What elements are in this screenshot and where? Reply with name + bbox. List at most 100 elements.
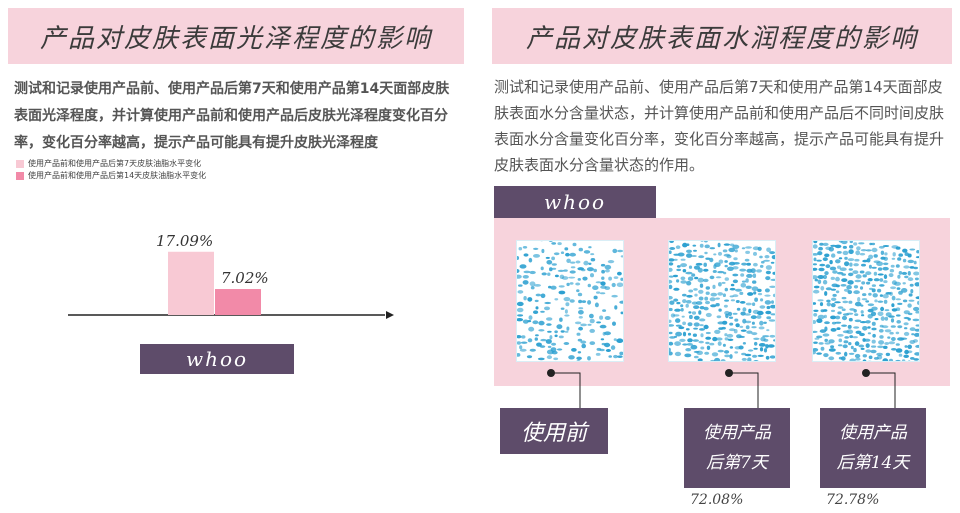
skin-cell [729,287,736,291]
skin-cell [673,298,679,302]
skin-cell [908,293,913,297]
skin-cell [865,249,872,252]
skin-cell [852,270,859,274]
skin-cell [668,307,673,312]
skin-cell [735,288,742,292]
skin-cell [745,320,752,324]
skin-cell [566,282,570,287]
skin-cell [828,339,835,344]
skin-cell [744,353,752,357]
skin-cell [902,258,907,263]
skin-cell [668,341,674,346]
skin-cell [734,249,738,253]
skin-cell [578,310,584,315]
skin-cell [750,268,756,274]
skin-cell [569,282,574,285]
skin-cell [871,345,877,348]
skin-cell [544,301,552,305]
skin-cell [769,285,776,288]
skin-cell [569,270,576,274]
skin-cell [727,338,734,341]
skin-cell [600,338,605,341]
skin-cell [673,287,680,291]
skin-cell [667,319,672,323]
skin-cell [724,287,728,292]
skin-cell [834,321,842,324]
skin-cell [515,256,520,260]
skin-cell [529,270,536,275]
skin-cell [577,351,582,354]
skin-cell [765,270,771,275]
skin-cell [581,343,586,349]
skin-cell [818,246,823,251]
skin-cell [546,260,553,265]
skin-cell [860,347,865,350]
skin-cell [578,299,583,304]
skin-cell [907,317,911,321]
skin-cell [914,282,921,287]
skin-cell [891,257,896,260]
skin-cell [816,335,823,339]
skin-cell [843,340,849,344]
skin-cell [858,242,865,245]
skin-cell [557,269,565,272]
stage-label-text: 使用产品 [839,423,907,443]
skin-cell [765,310,772,315]
skin-cell [693,315,700,320]
skin-cell [699,328,705,331]
skin-cell [580,340,587,344]
skin-cell [759,255,763,259]
skin-cell [547,345,552,349]
skin-cell [588,246,592,249]
skin-cell [763,321,767,324]
skin-cell [742,307,747,312]
skin-cell [771,300,774,304]
skin-cell [887,336,891,339]
skin-cell [897,325,903,329]
skin-cell [834,244,842,249]
skin-cell [604,269,610,273]
bar-chart: 17.09% 7.02% [68,232,394,319]
skin-cell [902,248,908,253]
skin-cell [564,247,569,251]
skin-cell [817,299,824,302]
skin-cell [676,279,680,283]
skin-cell [726,333,734,338]
skin-cell [577,338,583,342]
skin-cell [903,331,910,336]
skin-cell [689,314,693,320]
skin-cell [745,302,752,306]
skin-cell [534,284,541,287]
skin-cell [842,344,848,349]
skin-cell [706,345,711,350]
skin-cell [844,256,848,260]
skin-cell [703,324,709,330]
skin-cell [873,271,878,276]
skin-cell [553,357,559,361]
skin-cell [705,257,711,260]
skin-cell [677,252,685,257]
skin-cell [913,271,920,276]
skin-cell [754,297,758,302]
connector-dot [725,369,733,377]
skin-cell [685,348,692,352]
skin-cell [668,262,674,266]
skin-cell [879,294,883,297]
skin-cell [516,341,521,345]
skin-cell [686,243,690,246]
skin-cell [675,331,682,337]
skin-cell [880,306,885,312]
skin-cell [577,292,583,297]
skin-cell [522,275,529,279]
skin-cell [826,302,831,307]
skin-cell [819,329,827,333]
skin-cell [859,270,865,274]
skin-cell [667,324,675,327]
skin-cell [841,239,848,245]
skin-cell [735,300,740,303]
skin-cell [686,300,692,304]
skin-cell [560,307,565,310]
skin-cell [715,276,722,279]
skin-cell [883,256,888,261]
skin-cell [693,355,699,359]
